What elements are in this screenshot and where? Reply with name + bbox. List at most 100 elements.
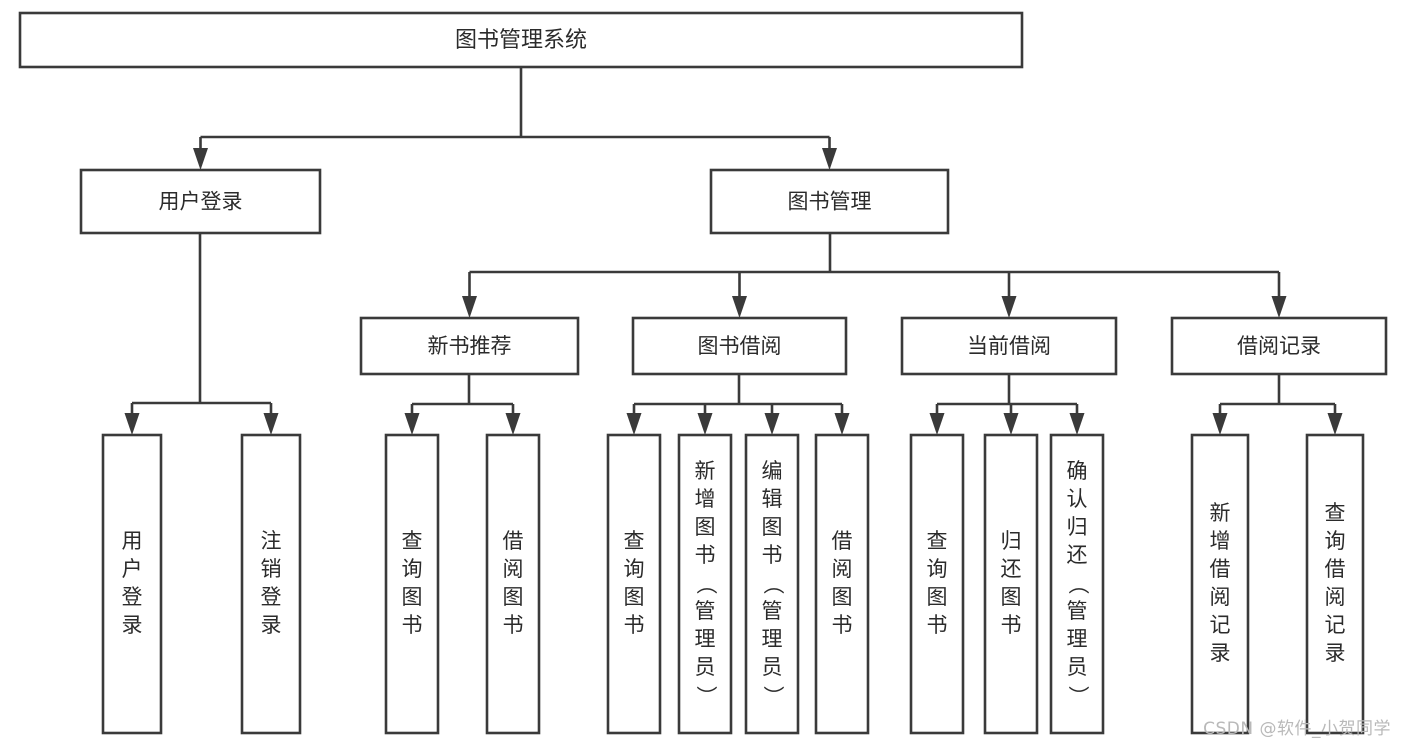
node-box-leaf-borrow-book[interactable] xyxy=(814,433,870,735)
node-label-char: 查 xyxy=(624,529,645,553)
node-label-char: 销 xyxy=(261,557,282,581)
arrow-head-icon xyxy=(929,413,945,435)
arrow-head-icon xyxy=(263,413,279,435)
node-label-char: 录 xyxy=(261,613,282,637)
node-root[interactable]: 图书管理系统 xyxy=(18,11,1024,69)
node-book-borrow[interactable]: 图书借阅 xyxy=(631,316,848,376)
node-box-leaf-confirm-return-admin[interactable] xyxy=(1049,433,1105,735)
node-label-new-book-recommend: 新书推荐 xyxy=(428,334,512,358)
node-label-char: 理 xyxy=(1067,627,1088,651)
node-label-char: 书 xyxy=(1001,613,1022,637)
nodes-layer: 图书管理系统用户登录图书管理新书推荐图书借阅当前借阅借阅记录用户登录注销登录查询… xyxy=(18,11,1388,735)
node-label-char: 登 xyxy=(122,585,143,609)
arrow-head-icon xyxy=(505,413,521,435)
node-label-char: 查 xyxy=(1325,501,1346,525)
arrow-head-icon xyxy=(404,413,420,435)
node-box-borrow-record[interactable] xyxy=(1170,316,1388,376)
node-label-char: 阅 xyxy=(1325,585,1346,609)
node-label-char: 询 xyxy=(402,557,423,581)
node-label-char: ） xyxy=(694,686,718,707)
node-label-char: 书 xyxy=(762,543,783,567)
node-label-char: 增 xyxy=(695,487,716,511)
node-box-leaf-logout[interactable] xyxy=(240,433,302,735)
node-label-char: 查 xyxy=(927,529,948,553)
node-box-leaf-add-book-admin[interactable] xyxy=(677,433,733,735)
node-label-char: 阅 xyxy=(503,557,524,581)
node-leaf-user-login[interactable]: 用户登录 xyxy=(101,433,163,735)
connector-recommend-to-leaves xyxy=(404,374,521,435)
node-label-char: 图 xyxy=(695,515,716,539)
node-label-char: 记 xyxy=(1325,613,1346,637)
node-label-book-manage: 图书管理 xyxy=(788,190,872,214)
arrow-head-icon xyxy=(626,413,642,435)
node-label-char: 归 xyxy=(1067,515,1088,539)
node-label-char: 书 xyxy=(927,613,948,637)
connector-userlogin-to-leaves xyxy=(124,233,279,435)
node-label-char: 编 xyxy=(762,459,783,483)
node-box-root[interactable] xyxy=(18,11,1024,69)
node-current-borrow[interactable]: 当前借阅 xyxy=(900,316,1118,376)
node-box-leaf-query-book-borrow[interactable] xyxy=(606,433,662,735)
node-label-char: 图 xyxy=(503,585,524,609)
node-box-book-borrow[interactable] xyxy=(631,316,848,376)
node-box-leaf-user-login[interactable] xyxy=(101,433,163,735)
node-user-login[interactable]: 用户登录 xyxy=(79,168,322,235)
node-box-leaf-query-book-current[interactable] xyxy=(909,433,965,735)
connector-current-to-leaves xyxy=(929,374,1085,435)
node-label-char: （ xyxy=(694,574,718,595)
connector-borrow-to-leaves xyxy=(626,374,850,435)
node-borrow-record[interactable]: 借阅记录 xyxy=(1170,316,1388,376)
connector-bookmanage-to-l2 xyxy=(462,233,1287,318)
arrow-head-icon xyxy=(1003,413,1019,435)
node-label-char: 确 xyxy=(1067,459,1088,483)
node-box-book-manage[interactable] xyxy=(709,168,950,235)
node-box-leaf-return-book[interactable] xyxy=(983,433,1039,735)
node-box-leaf-edit-book-admin[interactable] xyxy=(744,433,800,735)
node-label-char: 录 xyxy=(122,613,143,637)
arrow-head-icon xyxy=(193,148,208,170)
node-label-char: ） xyxy=(761,686,785,707)
node-box-new-book-recommend[interactable] xyxy=(359,316,580,376)
node-new-book-recommend[interactable]: 新书推荐 xyxy=(359,316,580,376)
node-label-char: 员 xyxy=(762,655,783,679)
node-label-char: 查 xyxy=(402,529,423,553)
node-box-leaf-add-borrow-record[interactable] xyxy=(1190,433,1250,735)
node-label-char: 图 xyxy=(1001,585,1022,609)
node-label-char: 新 xyxy=(1210,501,1231,525)
node-label-char: 还 xyxy=(1001,557,1022,581)
arrow-head-icon xyxy=(462,296,477,318)
node-label-char: 图 xyxy=(762,515,783,539)
node-label-char: 注 xyxy=(261,529,282,553)
node-label-char: 书 xyxy=(832,613,853,637)
node-label-current-borrow: 当前借阅 xyxy=(967,334,1051,358)
node-book-manage[interactable]: 图书管理 xyxy=(709,168,950,235)
node-box-leaf-query-book-rec[interactable] xyxy=(384,433,440,735)
node-label-char: 借 xyxy=(1325,557,1346,581)
node-label-char: 询 xyxy=(927,557,948,581)
node-box-current-borrow[interactable] xyxy=(900,316,1118,376)
node-label-char: 录 xyxy=(1210,641,1231,665)
node-label-char: 书 xyxy=(402,613,423,637)
node-label-char: 录 xyxy=(1325,641,1346,665)
arrow-head-icon xyxy=(822,148,837,170)
node-label-char: 图 xyxy=(832,585,853,609)
node-label-char: 书 xyxy=(503,613,524,637)
node-box-user-login[interactable] xyxy=(79,168,322,235)
node-box-leaf-query-borrow-record[interactable] xyxy=(1305,433,1365,735)
node-label-char: 图 xyxy=(624,585,645,609)
node-box-leaf-borrow-book-rec[interactable] xyxy=(485,433,541,735)
node-label-book-borrow: 图书借阅 xyxy=(698,334,782,358)
